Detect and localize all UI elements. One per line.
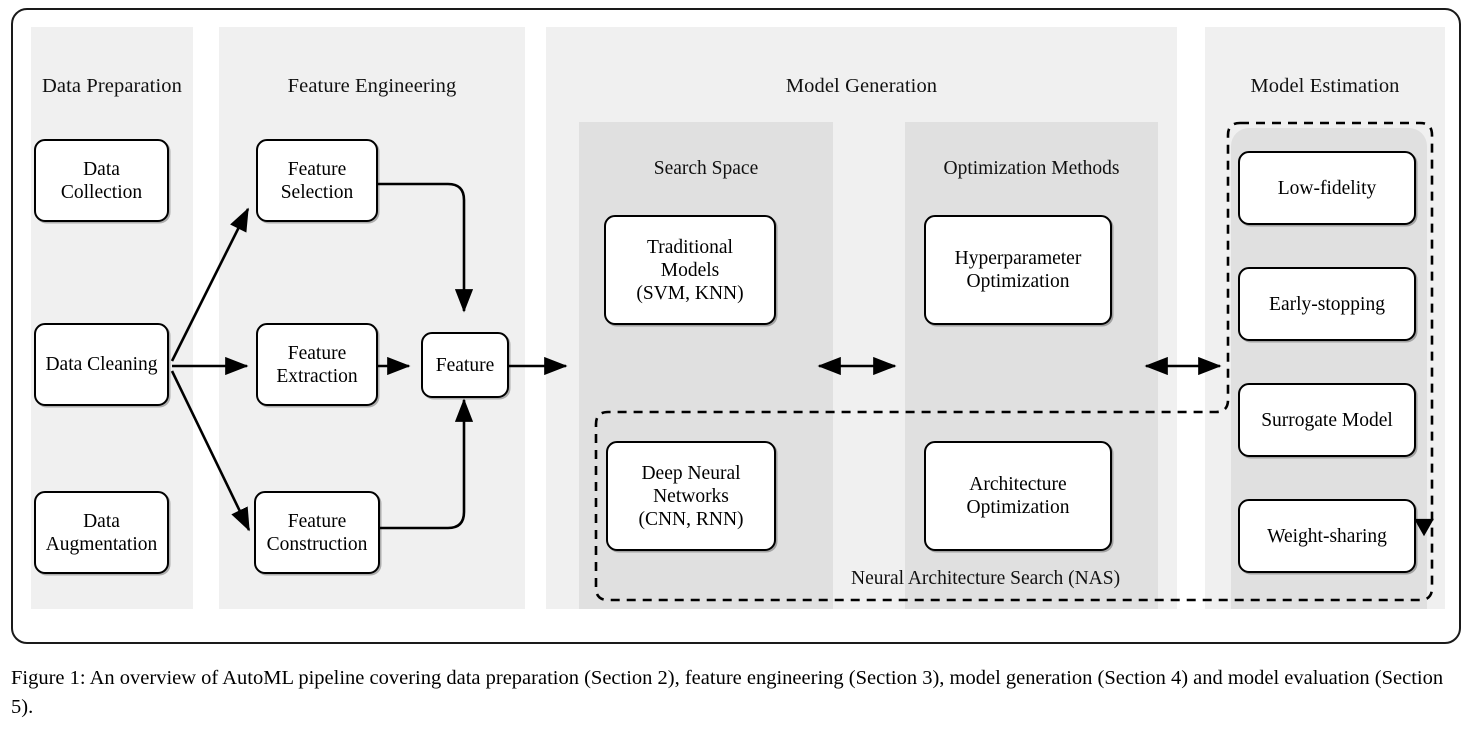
node-surrogate-model[interactable]: Surrogate Model <box>1238 383 1416 457</box>
node-label-feature-selection: Feature Selection <box>280 158 354 203</box>
node-feature[interactable]: Feature <box>421 332 509 398</box>
node-data-collection[interactable]: Data Collection <box>34 139 169 222</box>
node-hyperparameter-optimization[interactable]: Hyperparameter Optimization <box>924 215 1112 325</box>
node-label-feature: Feature <box>435 354 495 376</box>
node-data-cleaning[interactable]: Data Cleaning <box>34 323 169 406</box>
node-label-feature-extraction: Feature Extraction <box>276 342 358 387</box>
figure-outer-frame: Data Preparation Feature Engineering Mod… <box>11 8 1461 644</box>
node-label-data-collection: Data Collection <box>60 158 143 203</box>
node-label-data-augmentation: Data Augmentation <box>45 510 158 555</box>
node-deep-neural-networks[interactable]: Deep Neural Networks (CNN, RNN) <box>606 441 776 551</box>
node-label-feature-construction: Feature Construction <box>266 510 368 555</box>
node-label-surrogate-model: Surrogate Model <box>1261 409 1393 431</box>
node-feature-extraction[interactable]: Feature Extraction <box>256 323 378 406</box>
node-label-weight-sharing: Weight-sharing <box>1267 525 1387 547</box>
node-label-deep-neural-networks: Deep Neural Networks (CNN, RNN) <box>638 462 744 530</box>
nas-region-label: Neural Architecture Search (NAS) <box>851 568 1121 589</box>
stage-title-data-preparation: Data Preparation <box>42 75 182 97</box>
stage-title-feature-engineering: Feature Engineering <box>287 75 457 97</box>
stage-title-model-estimation: Model Estimation <box>1250 75 1400 97</box>
node-low-fidelity[interactable]: Low-fidelity <box>1238 151 1416 225</box>
node-feature-construction[interactable]: Feature Construction <box>254 491 380 574</box>
node-label-architecture-optimization: Architecture Optimization <box>966 474 1070 518</box>
stage-title-model-generation: Model Generation <box>785 75 938 97</box>
node-label-low-fidelity: Low-fidelity <box>1277 177 1377 199</box>
figure-caption: Figure 1: An overview of AutoML pipeline… <box>11 667 1444 719</box>
node-label-data-cleaning: Data Cleaning <box>45 354 158 375</box>
node-early-stopping[interactable]: Early-stopping <box>1238 267 1416 341</box>
node-data-augmentation[interactable]: Data Augmentation <box>34 491 169 574</box>
node-architecture-optimization[interactable]: Architecture Optimization <box>924 441 1112 551</box>
node-label-early-stopping: Early-stopping <box>1269 293 1385 315</box>
sub-panel-title-optimization-methods: Optimization Methods <box>943 158 1120 179</box>
node-traditional-models[interactable]: Traditional Models (SVM, KNN) <box>604 215 776 325</box>
node-label-hyperparameter-optimization: Hyperparameter Optimization <box>954 248 1082 292</box>
node-label-traditional-models: Traditional Models (SVM, KNN) <box>636 236 744 304</box>
node-weight-sharing[interactable]: Weight-sharing <box>1238 499 1416 573</box>
sub-panel-title-search-space: Search Space <box>653 158 759 179</box>
node-feature-selection[interactable]: Feature Selection <box>256 139 378 222</box>
